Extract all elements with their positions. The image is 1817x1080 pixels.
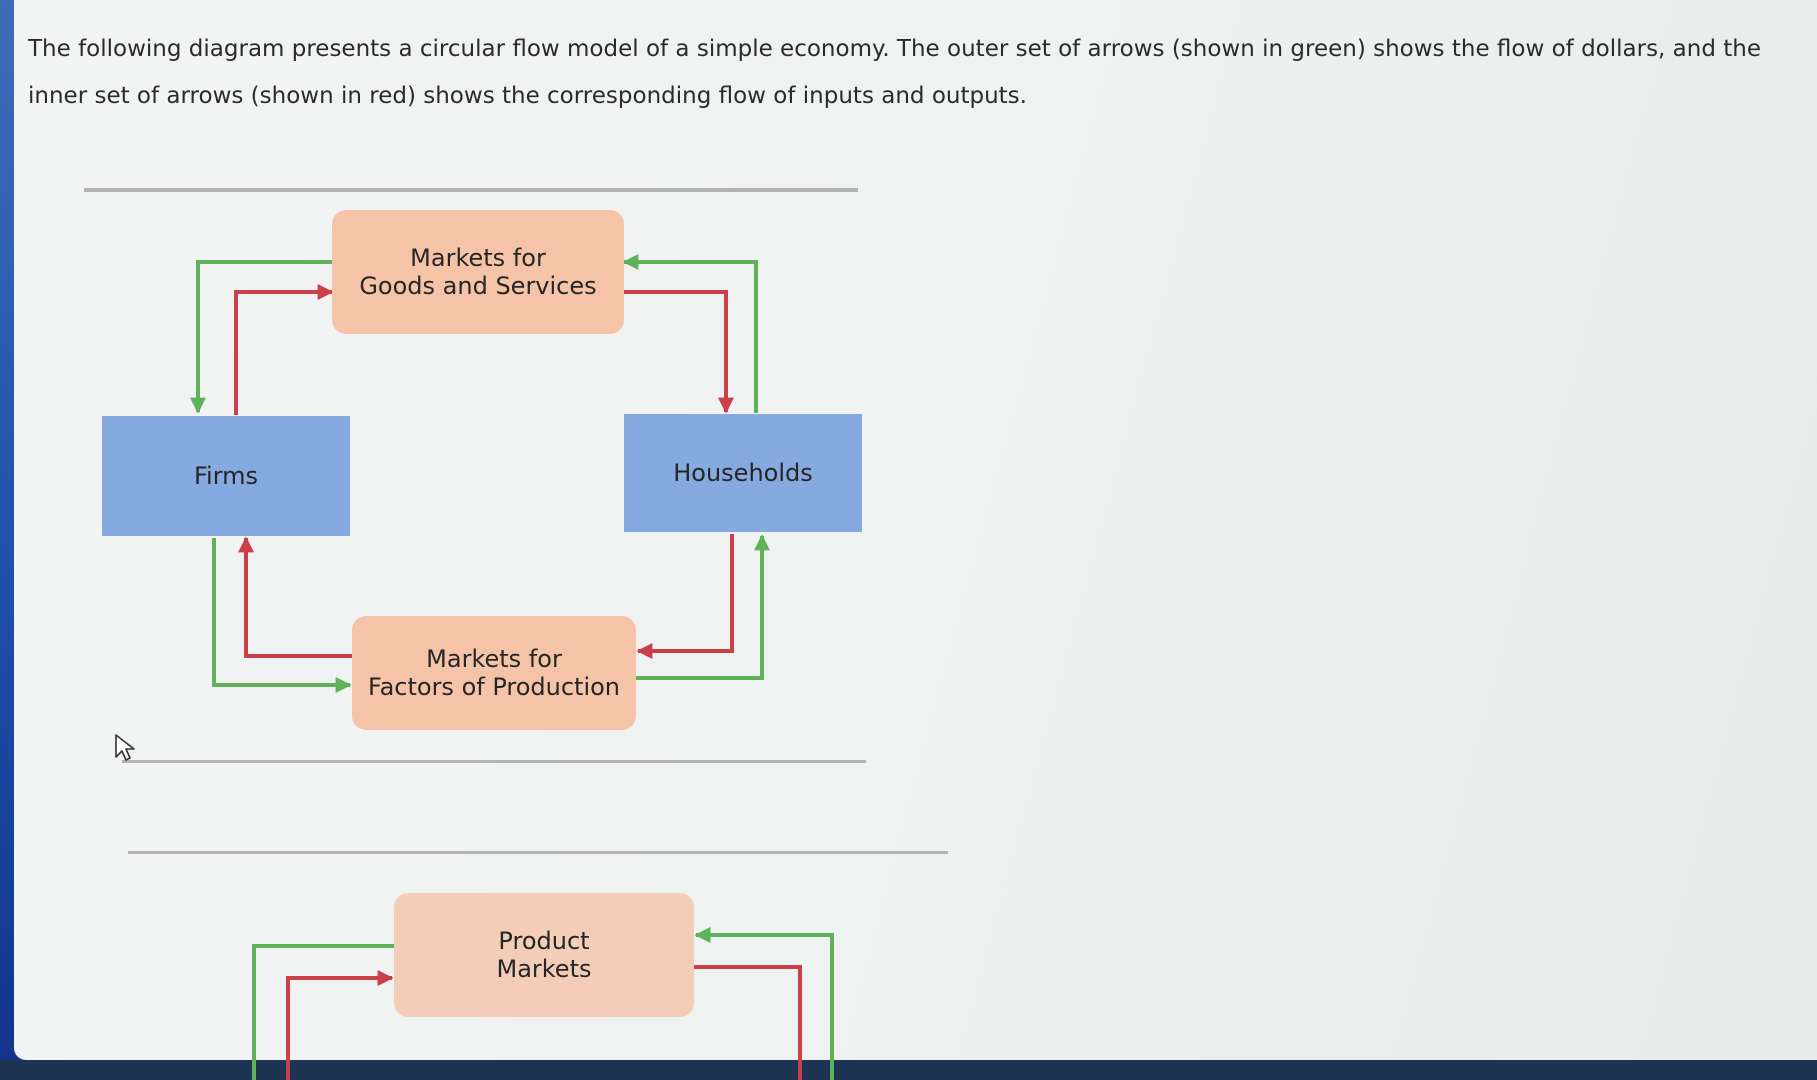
arrow-dollars-firms-to-factors xyxy=(212,538,352,693)
households-box: Households xyxy=(624,414,862,532)
households-label: Households xyxy=(673,459,813,487)
divider-top xyxy=(84,188,858,192)
arrow-goods-product-markets-right xyxy=(694,965,802,1080)
product-markets-label: Product Markets xyxy=(496,927,592,983)
factors-production-market-label: Markets for Factors of Production xyxy=(367,645,621,701)
divider-lower xyxy=(128,851,948,854)
firms-box: Firms xyxy=(102,416,350,536)
firms-label: Firms xyxy=(193,462,259,490)
goods-services-market-box: Markets for Goods and Services xyxy=(332,210,624,334)
intro-paragraph: The following diagram presents a circula… xyxy=(28,36,1762,109)
arrow-dollars-goods-to-firms xyxy=(190,260,332,414)
factors-production-market-box: Markets for Factors of Production xyxy=(352,616,636,730)
arrow-dollars-to-product-markets-right xyxy=(694,927,834,1080)
arrow-goods-market-to-households xyxy=(624,290,734,414)
arrow-goods-firms-to-market xyxy=(234,284,334,415)
product-markets-box: Product Markets xyxy=(394,893,694,1017)
arrow-factors-market-to-firms xyxy=(238,536,352,658)
arrow-goods-to-product-markets xyxy=(286,970,394,1080)
taskbar-strip xyxy=(0,1060,1817,1080)
arrow-factors-households-to-market xyxy=(636,534,734,659)
goods-services-market-label: Markets for Goods and Services xyxy=(359,244,597,300)
arrow-dollars-factors-to-households xyxy=(636,534,770,680)
mouse-pointer-icon xyxy=(115,734,135,761)
arrow-dollars-product-markets-left xyxy=(252,944,396,1080)
divider-middle xyxy=(122,760,866,763)
arrow-dollars-households-to-goods xyxy=(622,254,758,413)
